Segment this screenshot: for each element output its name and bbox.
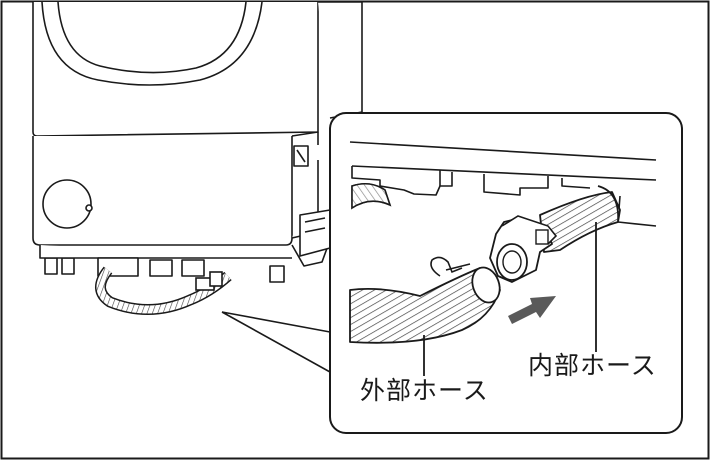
- washing-machine: [32, 1, 363, 283]
- callout-pointer: [221, 311, 331, 373]
- outer-hose: [349, 256, 501, 344]
- knob-icon: [42, 179, 92, 229]
- inner-hose-label: 内部ホース: [528, 351, 657, 380]
- detail-callout: [329, 112, 683, 434]
- small-hose: [95, 266, 232, 315]
- outer-hose-label: 外部ホース: [360, 376, 489, 405]
- arrow-icon: [508, 296, 556, 324]
- inner-hose: [489, 185, 621, 283]
- door-icon: [41, 1, 263, 86]
